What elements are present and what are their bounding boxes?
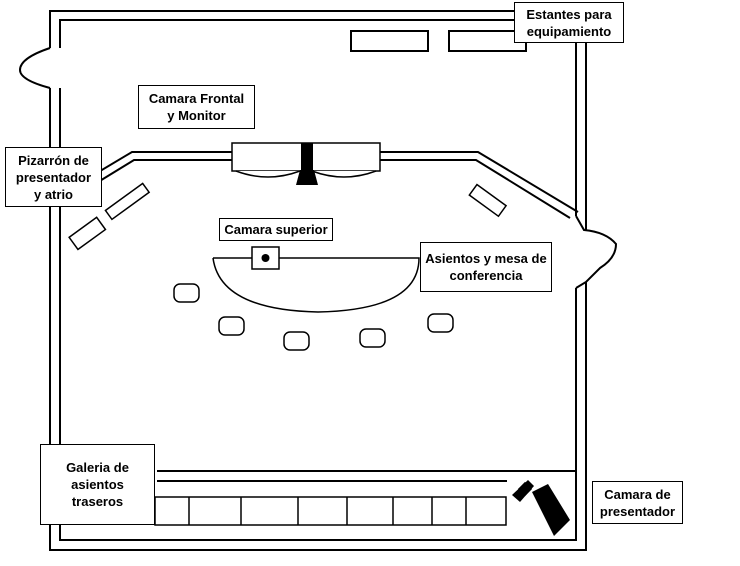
camera-tripod-icon [296,143,318,185]
seats-conference-table-label: Asientos y mesa de conferencia [420,242,552,292]
seat [359,328,386,348]
seat [427,313,454,333]
front-camera-monitor-label: Camara Frontal y Monitor [138,85,255,129]
seat [283,331,310,351]
equipment-shelves-label: Estantes para equipamiento [514,2,624,43]
equipment-shelf [350,30,429,52]
seat [218,316,245,336]
top-camera-label: Camara superior [219,218,333,241]
inner-wall [59,19,577,541]
outer-wall [49,10,587,551]
seat [173,283,200,303]
presenter-board-label: Pizarrón de presentador y atrio [5,147,102,207]
conference-table [212,257,420,313]
camera-lens-icon [251,246,280,270]
right-door [575,215,618,289]
side-board [468,183,508,218]
presenter-board [104,182,151,221]
rear-seating-gallery-label: Galeria de asientos traseros [40,444,155,525]
video-camera-icon [512,480,570,536]
gallery-seating-row [154,496,507,526]
left-door [18,47,51,89]
presenter-camera-label: Camara de presentador [592,481,683,524]
lectern [68,216,107,251]
